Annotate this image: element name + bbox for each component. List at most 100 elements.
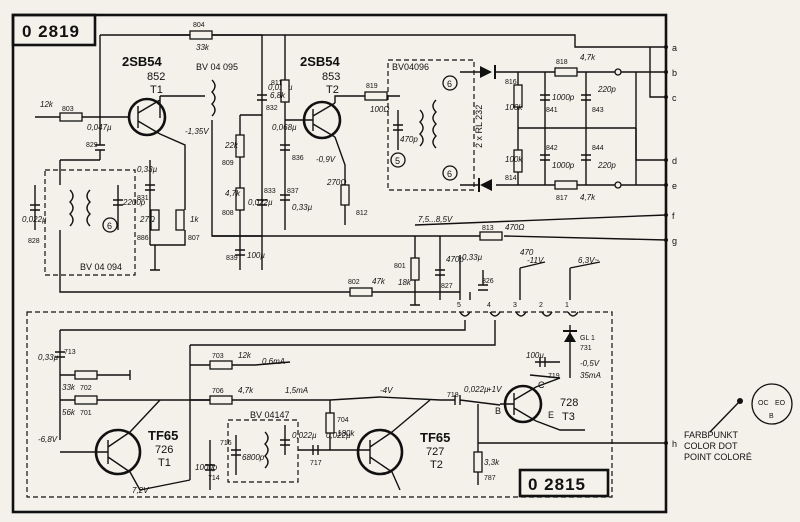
r809-id: 809 <box>222 160 234 167</box>
diode-gl1 <box>563 330 577 342</box>
r817-id: 817 <box>556 195 568 202</box>
c829-val: 0,047µ <box>87 123 112 132</box>
c833-val: 0,022µ <box>248 198 273 207</box>
c719-id: 719 <box>548 373 560 380</box>
wire-d <box>635 128 666 161</box>
diode-bottom <box>478 178 492 192</box>
ma-15: 1,5mA <box>285 386 308 395</box>
terminal-c-dot <box>664 95 668 99</box>
wire-g <box>212 235 667 241</box>
r801-id: 801 <box>394 263 406 270</box>
capacitor-713 <box>55 330 65 440</box>
resistor-703 <box>209 360 233 370</box>
id-box-bottom <box>518 468 610 498</box>
capacitor-839 <box>235 249 245 256</box>
t853-symbol <box>285 102 336 138</box>
capacitor-826 <box>459 255 488 300</box>
t726-symbol <box>60 399 161 473</box>
junction-e <box>614 181 622 189</box>
c718-val: 0,022µ <box>464 385 489 394</box>
capacitor-716 <box>231 435 241 475</box>
c714-id: 714 <box>208 475 220 482</box>
resistor-804 <box>189 30 213 40</box>
t852-symbol <box>137 99 161 135</box>
legend-line-3: POINT COLORÉ <box>684 452 752 462</box>
board-id-bottom: 0 2815 <box>528 475 586 494</box>
t726-type: TF65 <box>148 428 178 443</box>
r813-val: 470Ω <box>505 223 524 232</box>
pin-2: 2 <box>539 302 543 309</box>
wire-807 <box>150 230 186 246</box>
capacitor-470 <box>393 110 403 150</box>
capacitor-828 <box>30 160 61 230</box>
wire-852-emitter <box>159 133 186 210</box>
capacitor-829 <box>95 135 105 160</box>
c844-id: 844 <box>592 145 604 152</box>
pin-3: 3 <box>513 302 517 309</box>
t852-label: T1 <box>150 84 163 96</box>
r811-val: 6,8k <box>270 91 286 100</box>
terminal-b: b <box>672 68 677 78</box>
t853-type: 2SB54 <box>300 54 341 69</box>
t852-number: 852 <box>147 71 165 83</box>
ma-06: 0,6mA <box>262 357 285 366</box>
capacitor-833 <box>257 199 267 206</box>
socket-bottom: B <box>769 413 774 420</box>
wire-pin4 <box>190 320 496 346</box>
terminal-f: f <box>672 211 675 221</box>
capacitor-836 <box>280 144 290 151</box>
c717-id: 717 <box>310 460 322 467</box>
v-135: -1,35V <box>185 127 209 136</box>
transistor-852 <box>127 97 167 137</box>
v-758: 7,5...8,5V <box>418 215 453 224</box>
c716-id: 716 <box>220 440 232 447</box>
r802-val: 47k <box>372 277 386 286</box>
resistor-787 <box>473 451 483 473</box>
coil-095 <box>160 79 216 117</box>
t728-pin-c: C <box>538 380 545 390</box>
c837-val: 0,33µ <box>292 203 313 212</box>
circle-mark-6a <box>102 217 118 233</box>
circle-mark-6c-num: 6 <box>447 169 452 179</box>
t728-symbol <box>500 377 561 422</box>
coil-box-096 <box>387 59 475 191</box>
r819-val: 100Ω <box>370 105 389 114</box>
r701-val: 56k <box>62 408 76 417</box>
capacitor-719 <box>529 357 561 379</box>
v-09: -0,9V <box>316 155 336 164</box>
resistor-701 <box>74 395 98 405</box>
resistor-814 <box>513 149 523 173</box>
r818-val: 4,7k <box>580 53 596 62</box>
wire-c <box>649 47 666 98</box>
r816-id: 816 <box>505 79 517 86</box>
resistor-816 <box>513 84 523 108</box>
t853-number: 853 <box>322 71 340 83</box>
terminal-a-dot <box>664 45 668 49</box>
resistor-817 <box>554 180 578 190</box>
v-63: 6,3V~ <box>578 256 599 265</box>
r702-val: 33k <box>62 383 76 392</box>
resistor-818 <box>554 67 578 77</box>
c714-val: 1000p <box>195 463 218 472</box>
t853-label: T2 <box>326 84 339 96</box>
c839-val: 100µ <box>247 251 265 260</box>
capacitor-714 <box>205 440 215 490</box>
wire-713-bus <box>60 320 466 331</box>
c836-val: 0,068µ <box>272 123 297 132</box>
r807-val: 1k <box>190 215 199 224</box>
c841-id: 841 <box>546 107 558 114</box>
c829-id: 829 <box>86 142 98 149</box>
resistor-886 <box>150 209 160 231</box>
resistor-704 <box>325 412 335 434</box>
t852-type: 2SB54 <box>122 54 163 69</box>
c716-val: 6800p <box>242 453 265 462</box>
terminal-e: e <box>672 181 677 191</box>
t728-pin-b: B <box>495 406 501 416</box>
r807-id: 807 <box>188 235 200 242</box>
c2200-val: 2200p <box>122 198 146 207</box>
r818-id: 818 <box>556 59 568 66</box>
c841-val: 1000p <box>552 93 575 102</box>
t726-label: T1 <box>158 457 171 469</box>
c717-val: 0,022µ <box>326 431 351 440</box>
